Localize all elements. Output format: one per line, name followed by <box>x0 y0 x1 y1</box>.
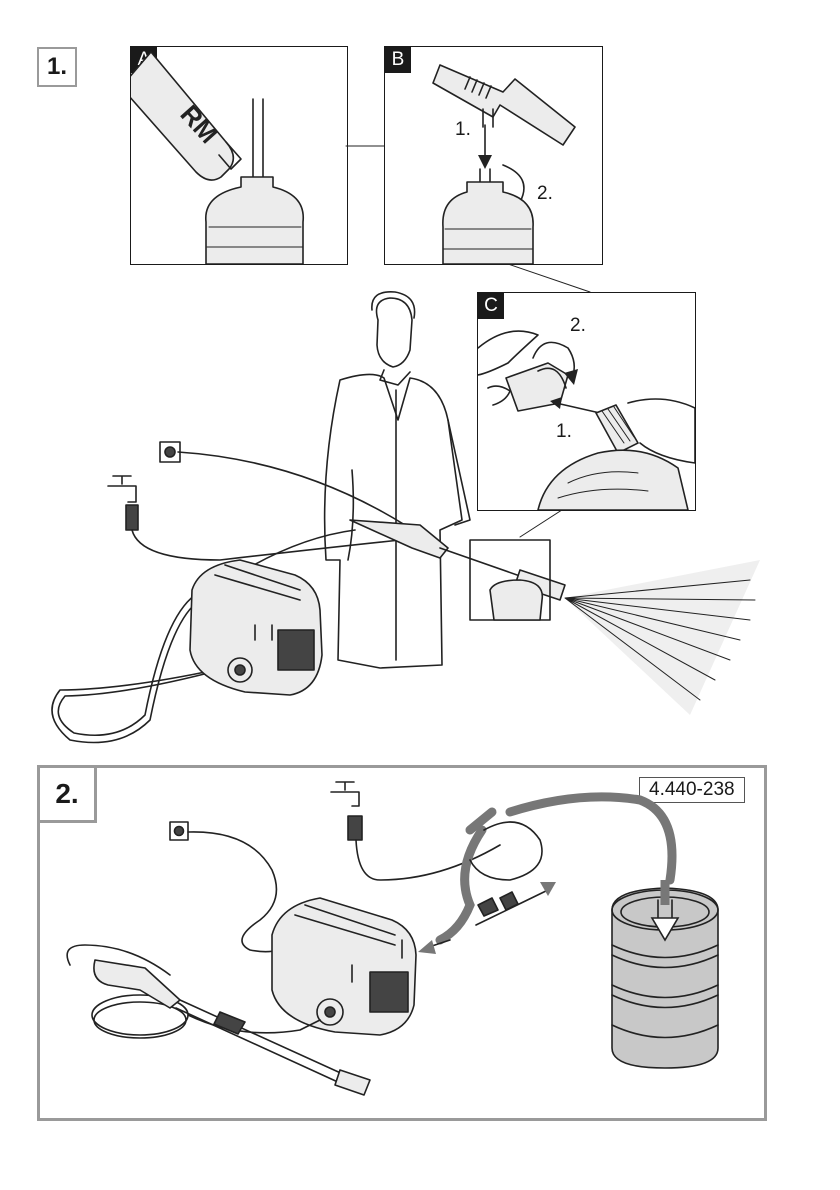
step-2-number: 2. <box>37 765 97 823</box>
operator-figure <box>325 292 470 668</box>
step-2-frame <box>37 765 767 1121</box>
part-number-label: 4.440-238 <box>639 777 745 803</box>
step-1-scene <box>0 0 840 760</box>
pressure-washer-icon <box>190 560 322 695</box>
spray-cone <box>565 560 760 715</box>
water-tap-icon <box>108 476 138 530</box>
